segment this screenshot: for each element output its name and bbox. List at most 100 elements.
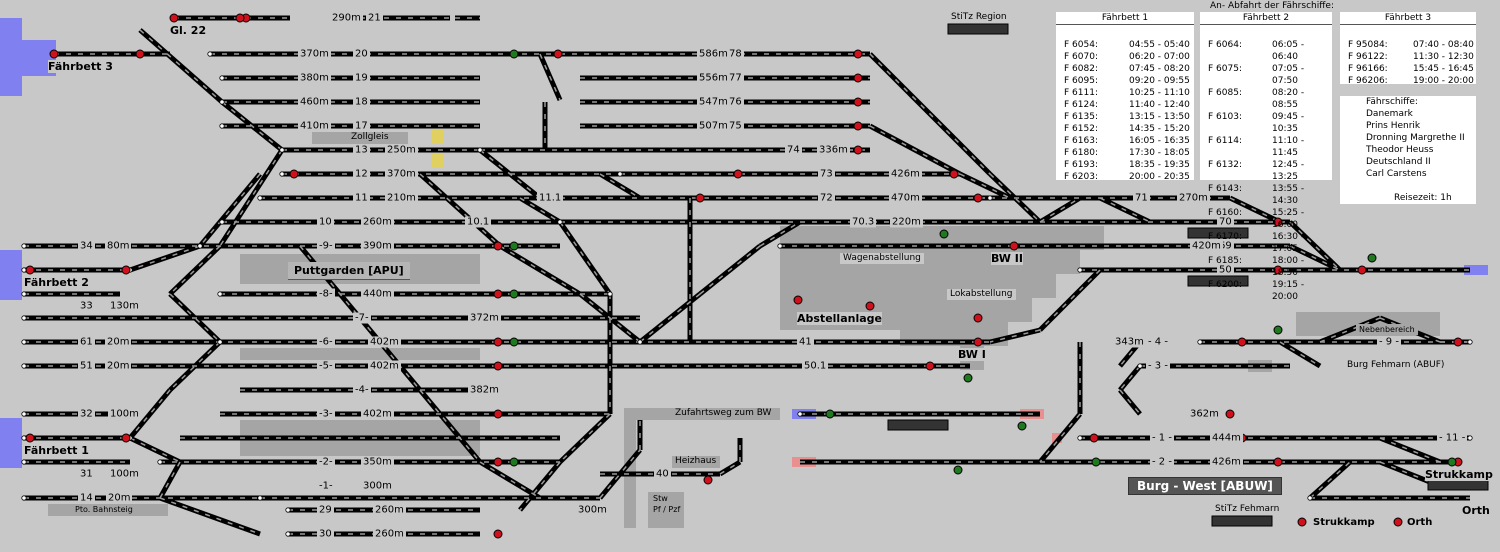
track-label: 10.1 (465, 216, 492, 228)
signal-red[interactable] (1273, 217, 1283, 227)
signal-red[interactable] (493, 409, 503, 419)
signal-red[interactable] (1273, 265, 1283, 275)
signal-red[interactable] (949, 169, 959, 179)
signal-green[interactable] (509, 241, 519, 251)
signal-red[interactable] (853, 73, 863, 83)
signal-red[interactable] (289, 169, 299, 179)
block-indicator[interactable] (1211, 515, 1273, 527)
track-segment-dashes (1039, 413, 1081, 463)
track-label: 29 (317, 504, 334, 516)
train-number: F 6163: (1064, 136, 1098, 146)
signal-green[interactable] (1447, 457, 1457, 467)
signal-red[interactable] (853, 145, 863, 155)
signal-red[interactable] (853, 97, 863, 107)
signal-green[interactable] (963, 373, 973, 383)
signal-green[interactable] (939, 229, 949, 239)
signal-green[interactable] (953, 465, 963, 475)
signal-red[interactable] (793, 295, 803, 305)
signal-red[interactable] (1225, 409, 1235, 419)
signal-red[interactable] (925, 361, 935, 371)
track-label: 390m (361, 240, 394, 252)
signal-red[interactable] (553, 49, 563, 59)
signal-green[interactable] (1017, 421, 1027, 431)
track-node (1077, 267, 1083, 273)
ferry-time: 08:20 - 08:55 (1272, 88, 1305, 110)
signal-green[interactable] (509, 49, 519, 59)
track-label: 343m (1113, 336, 1146, 348)
track-connector[interactable] (1288, 220, 1342, 272)
signal-red[interactable] (1297, 517, 1307, 527)
track-connector[interactable] (1038, 412, 1082, 464)
track-connector[interactable] (558, 412, 612, 464)
signal-red[interactable] (853, 49, 863, 59)
label-strukkamp: Strukkamp (1425, 468, 1493, 481)
signal-red[interactable] (121, 265, 131, 275)
signal-red[interactable] (973, 313, 983, 323)
signal-red[interactable] (733, 169, 743, 179)
track-node (219, 123, 225, 129)
track-connector[interactable] (418, 172, 502, 248)
signal-red[interactable] (853, 121, 863, 131)
signal-green[interactable] (825, 409, 835, 419)
track-connector[interactable] (1379, 435, 1441, 465)
signal-red[interactable] (169, 13, 179, 23)
signal-red[interactable] (235, 13, 245, 23)
timetable-row: F 6075:07:05 - 07:50 (1200, 63, 1332, 87)
block-indicator[interactable] (1187, 275, 1249, 287)
track-connector[interactable] (168, 244, 222, 296)
track-connector[interactable] (157, 460, 183, 500)
signal-red[interactable] (973, 193, 983, 203)
signal-red[interactable] (695, 193, 705, 203)
track-node (21, 243, 27, 249)
signal-red[interactable] (493, 457, 503, 467)
track-segment-dashes (599, 449, 641, 499)
signal-green[interactable] (509, 289, 519, 299)
zoll-marker-2 (432, 154, 444, 168)
signal-red[interactable] (25, 433, 35, 443)
track-segment-dashes (959, 173, 1011, 199)
timetable-title: An- Abfahrt der Fährschiffe: (1209, 1, 1334, 11)
signal-red[interactable] (493, 337, 503, 347)
timetable-row: F 6170:16:30 - 17:05 (1200, 231, 1332, 255)
signal-green[interactable] (1367, 253, 1377, 263)
signal-red[interactable] (49, 49, 59, 59)
signal-red[interactable] (493, 361, 503, 371)
track-connector[interactable] (518, 460, 562, 512)
track-label: 350m (361, 456, 394, 468)
track-connector[interactable] (138, 28, 224, 104)
track-label: 41 (797, 336, 814, 348)
signal-red[interactable] (703, 475, 713, 485)
track-label: -4- (353, 384, 371, 396)
track-label: 13 (353, 144, 370, 156)
ferry-time: 06:20 - 07:00 (1129, 52, 1190, 62)
signal-red[interactable] (493, 529, 503, 539)
signal-red[interactable] (1393, 517, 1403, 527)
signal-red[interactable] (1089, 433, 1099, 443)
block-indicator[interactable] (887, 419, 949, 431)
signal-red[interactable] (1453, 337, 1463, 347)
track-connector[interactable] (217, 148, 285, 248)
signal-red[interactable] (493, 241, 503, 251)
signal-red[interactable] (1237, 337, 1247, 347)
signal-green[interactable] (509, 457, 519, 467)
signal-red[interactable] (1357, 265, 1367, 275)
signal-red[interactable] (865, 301, 875, 311)
track-connector[interactable] (478, 459, 542, 501)
signal-green[interactable] (1091, 457, 1101, 467)
signal-red[interactable] (973, 337, 983, 347)
signal-red[interactable] (1009, 241, 1019, 251)
track-label: 73 (818, 168, 835, 180)
signal-red[interactable] (25, 265, 35, 275)
label-burg-fehmarn: Burg Fehmarn (ABUF) (1344, 360, 1448, 371)
block-indicator[interactable] (1427, 479, 1489, 491)
signal-green[interactable] (509, 337, 519, 347)
signal-red[interactable] (1273, 457, 1283, 467)
signal-red[interactable] (121, 433, 131, 443)
signal-green[interactable] (1273, 325, 1283, 335)
signal-red[interactable] (493, 289, 503, 299)
block-indicator[interactable] (1187, 227, 1249, 239)
block-indicator[interactable] (947, 23, 1009, 35)
track-label: 10 (317, 216, 334, 228)
signal-red[interactable] (135, 49, 145, 59)
track-connector[interactable] (1319, 315, 1381, 345)
